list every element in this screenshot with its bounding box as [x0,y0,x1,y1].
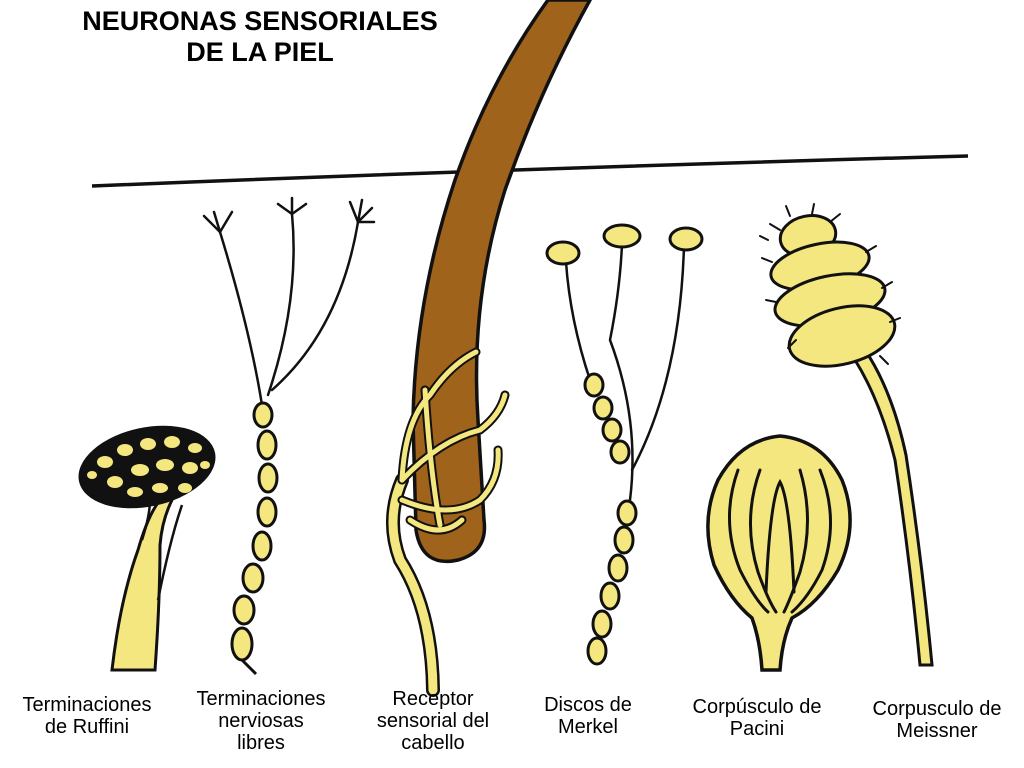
label-line: Pacini [729,718,785,740]
hair-shaft [411,0,593,564]
merkel-beads [583,372,638,666]
label-line: libres [237,732,285,754]
label-pacini: Corpúsculo de Pacini [672,696,842,740]
label-hair-receptor: Receptor sensorial del cabello [348,688,518,754]
diagram-title: NEURONAS SENSORIALES DE LA PIEL [20,6,500,68]
label-ruffini: Terminaciones de Ruffini [2,694,172,738]
label-line: Corpusculo de [872,698,1002,720]
label-line: sensorial del [376,710,490,732]
free-nerve-branches [202,196,376,407]
meissner-corpuscle-illustration [759,203,934,667]
merkel-discs-illustration [545,223,704,666]
meissner-lobes [769,214,897,368]
skin-surface-line [91,154,969,188]
pacini-corpuscle-illustration [706,434,852,672]
merkel-branches [564,242,686,502]
meissner-bristles [759,203,901,365]
label-line: Meissner [896,720,978,742]
diagram-title-line-1: NEURONAS SENSORIALES [82,6,438,36]
merkel-disc-heads [545,223,704,266]
free-nerve-beads [230,401,279,662]
free-nerve-endings-illustration [202,196,376,676]
label-line: Merkel [557,716,618,738]
label-line: cabello [401,732,465,754]
label-line: Discos de [544,694,632,716]
label-line: Terminaciones [196,688,326,710]
label-line: de Ruffini [44,716,130,738]
label-merkel: Discos de Merkel [503,694,673,738]
pacini-lamellae [727,468,833,614]
label-meissner: Corpusculo de Meissner [852,698,1022,742]
ruffini-ending-illustration [78,425,216,672]
diagram-title-line-2: DE LA PIEL [186,37,334,67]
pacini-capsule [706,434,852,672]
label-free-nerve-endings: Terminaciones nerviosas libres [176,688,346,754]
label-line: Receptor [392,688,474,710]
label-line: Terminaciones [22,694,152,716]
label-line: Corpúsculo de [692,696,822,718]
meissner-nerve-stem [853,347,934,667]
label-line: nerviosas [218,710,304,732]
ruffini-stem [110,498,175,672]
ruffini-spots [87,436,210,497]
hair-receptor-illustration [386,0,593,697]
